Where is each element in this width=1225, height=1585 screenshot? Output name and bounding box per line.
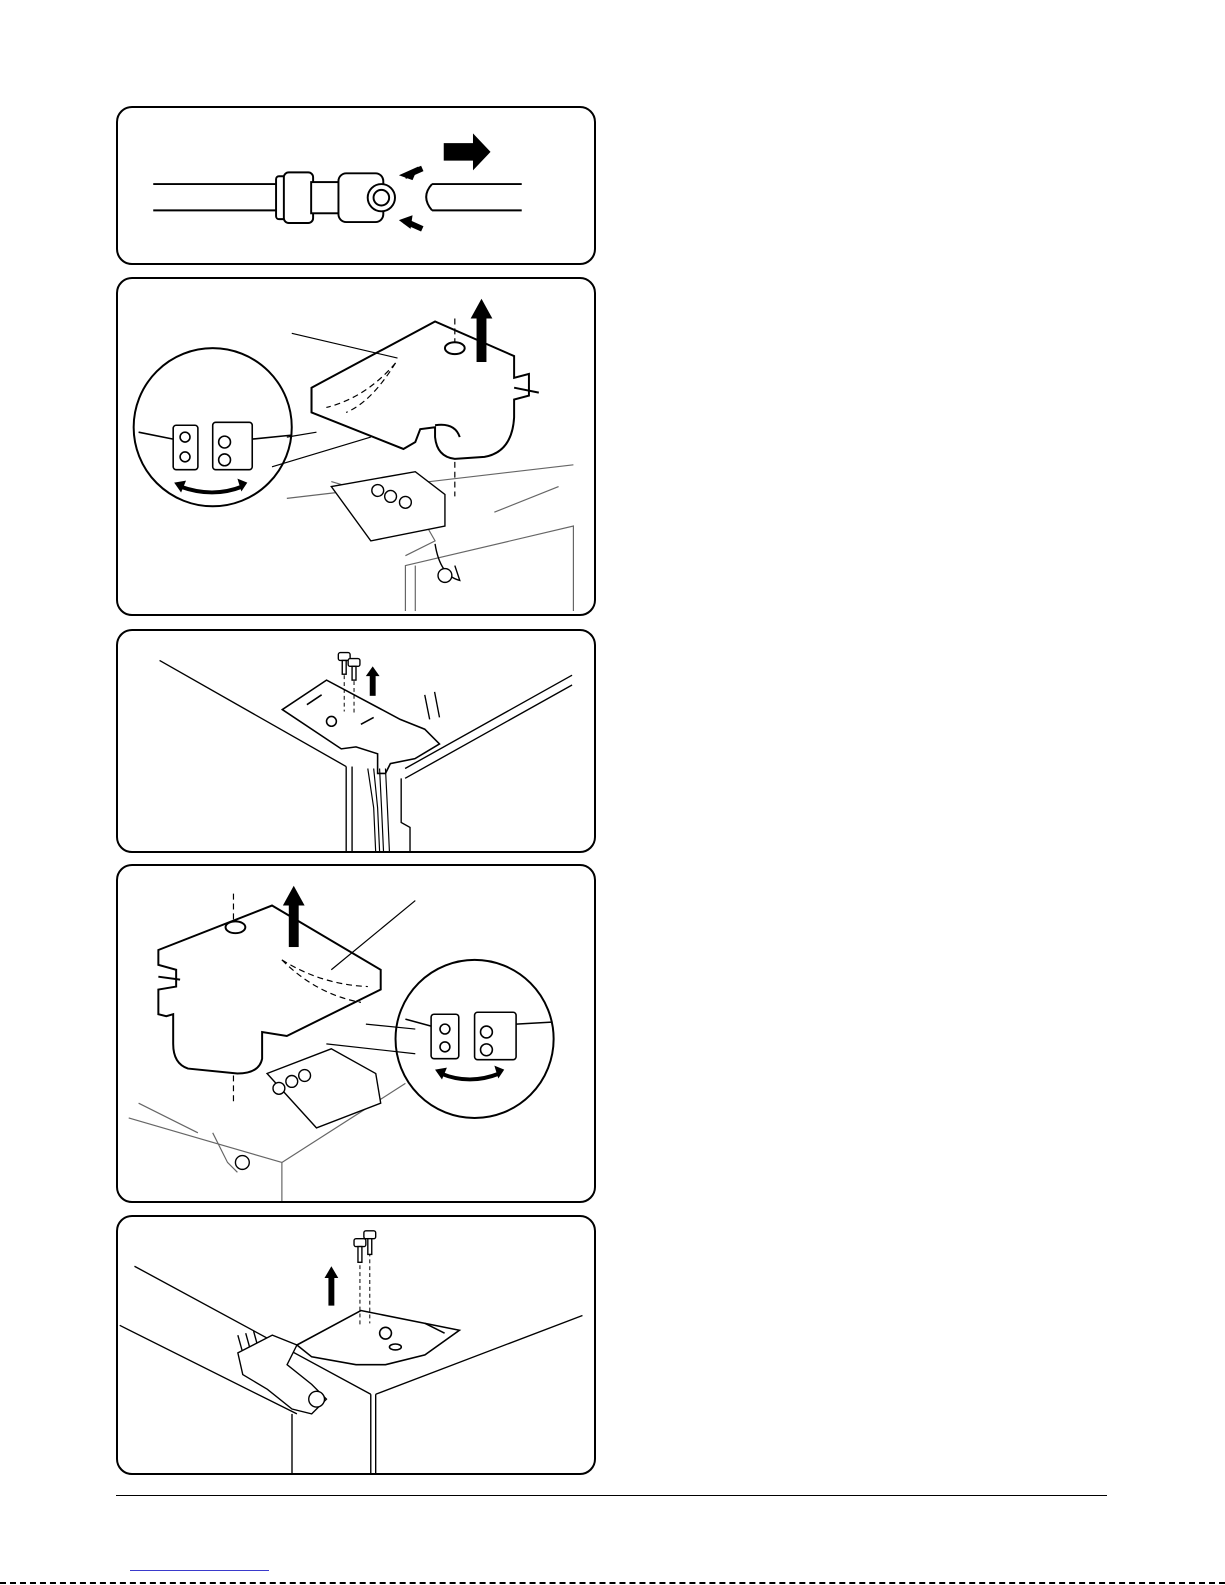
up-arrow-icon	[366, 666, 380, 695]
screws-remove-figure-right	[116, 1215, 596, 1475]
hinge-cover	[312, 321, 539, 458]
screw-icon	[338, 653, 360, 681]
up-arrow-icon	[324, 1266, 338, 1305]
screws-illustration-right	[118, 1217, 594, 1473]
hinge-plate	[297, 1311, 459, 1365]
push-fitting-icon	[276, 172, 395, 223]
cover-illustration-left	[118, 279, 594, 614]
page-bottom-border	[0, 1582, 1225, 1584]
cover-remove-figure-left	[116, 277, 596, 616]
cover-illustration-right	[118, 866, 594, 1201]
screws-illustration-left	[118, 631, 594, 851]
hinge-cover	[158, 906, 380, 1074]
bottom-link-underline[interactable]	[130, 1570, 269, 1571]
hinge-plate	[282, 680, 439, 773]
cover-remove-figure-right	[116, 864, 596, 1203]
release-arrow-icon	[399, 133, 491, 229]
screws-remove-figure-left	[116, 629, 596, 853]
hose-release-figure	[116, 106, 596, 265]
screw-icon	[354, 1231, 376, 1263]
footer-rule	[116, 1495, 1107, 1496]
hose-fitting-illustration	[118, 108, 594, 263]
